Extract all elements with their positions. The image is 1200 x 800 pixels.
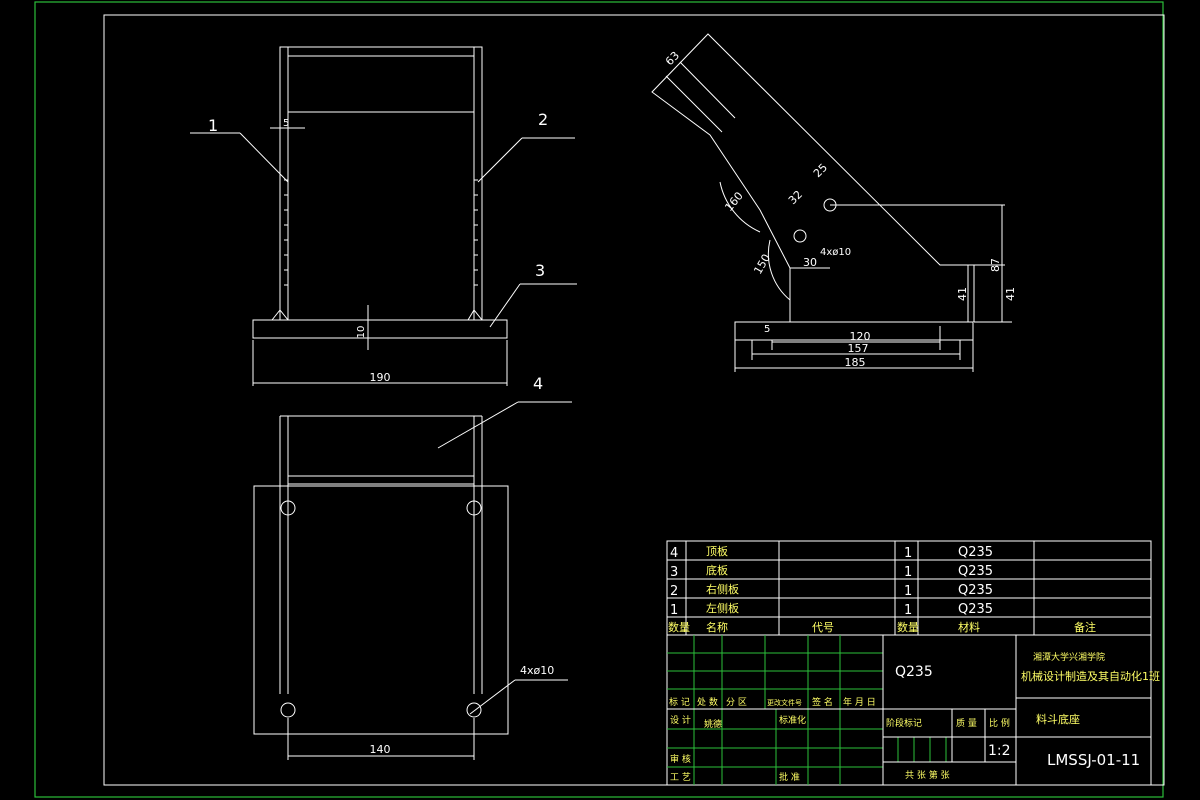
bom-row-2-no: 3: [670, 565, 678, 580]
bom-row-1-name: 顶板: [706, 544, 728, 558]
tb-review: 审 核: [670, 753, 691, 765]
dim-190: 190: [370, 371, 391, 384]
balloon-3: 3: [535, 261, 545, 280]
tb-drafter: 姚德: [704, 718, 722, 730]
tb-ratio: 比 例: [989, 717, 1010, 729]
dim-32: 32: [786, 188, 805, 207]
bom-row-3-name: 右侧板: [706, 582, 739, 596]
bom-row-3-material: Q235: [958, 583, 993, 598]
tb-scale: 1:2: [988, 743, 1011, 759]
bom-row-1-no: 4: [670, 546, 678, 561]
bom-table: [666, 540, 1152, 636]
inner-frame: [103, 14, 1165, 786]
tb-sign: 签 名: [812, 696, 833, 708]
bom-row-2-name: 底板: [706, 563, 728, 577]
tb-school: 湘潭大学兴湘学院: [1033, 651, 1105, 663]
tb-stage: 阶段标记: [886, 717, 922, 729]
tb-date: 年 月 日: [843, 696, 876, 708]
bom-header-qty: 数量: [897, 621, 919, 634]
tb-part-name: 料斗底座: [1036, 712, 1080, 726]
dim-140: 140: [370, 743, 391, 756]
dim-25: 25: [811, 161, 830, 180]
dim-157: 157: [848, 342, 869, 355]
tb-drawing-no: LMSSJ-01-11: [1047, 751, 1140, 769]
bom-row-4-name: 左侧板: [706, 601, 739, 615]
bom-header-name: 名称: [706, 620, 728, 634]
side-view: 87 41 41 160 150 63 32 25 30 4xø10 120 1…: [651, 33, 1017, 372]
bom-row-4-qty: 1: [904, 603, 912, 618]
dim-185: 185: [845, 356, 866, 369]
tb-standard: 标准化: [779, 714, 806, 726]
tb-material: Q235: [895, 664, 933, 680]
tb-zone: 分 区: [726, 697, 747, 708]
tb-mark: 标 记: [669, 696, 690, 708]
bom-row-3-no: 2: [670, 584, 678, 599]
bom-row-3-qty: 1: [904, 584, 912, 599]
balloon-4: 4: [533, 374, 543, 393]
dim-top-holes: 4xø10: [520, 664, 554, 677]
tb-weight: 质 量: [956, 717, 977, 729]
dim-side-5: 5: [764, 324, 770, 335]
dim-120: 120: [850, 330, 871, 343]
bom-row-4-no: 1: [670, 603, 678, 618]
bom-row-1-material: Q235: [958, 545, 993, 560]
bom-header-no: 数量: [668, 621, 690, 634]
bom-row-2-qty: 1: [904, 565, 912, 580]
dim-10: 10: [356, 326, 367, 339]
dim-30: 30: [803, 256, 817, 269]
dim-41a: 41: [956, 287, 969, 301]
tb-count: 处 数: [697, 696, 718, 708]
tb-change-doc: 更改文件号: [767, 698, 802, 707]
title-block: [666, 634, 1152, 786]
dim-63: 63: [663, 49, 682, 68]
dim-angle-150: 150: [751, 252, 773, 277]
top-view: 140 4xø10 4: [253, 374, 572, 760]
outer-frame: [34, 1, 1164, 798]
bom-header-material: 材料: [958, 620, 980, 634]
bom-row-2-material: Q235: [958, 564, 993, 579]
bom-row-4-material: Q235: [958, 602, 993, 617]
tb-sheets: 共 张 第 张: [905, 769, 950, 781]
bom-header-note: 备注: [1074, 620, 1096, 634]
dim-side-holes: 4xø10: [820, 247, 851, 258]
balloon-1: 1: [208, 116, 218, 135]
bom-row-1-qty: 1: [904, 546, 912, 561]
tb-design: 设 计: [670, 714, 691, 726]
front-view: 190 10 5 1 2 3: [190, 46, 577, 386]
dim-5: 5: [283, 118, 289, 129]
bom-header-code: 代号: [812, 621, 834, 634]
tb-approve: 批 准: [779, 771, 800, 783]
dim-87: 87: [989, 258, 1002, 272]
tb-class: 机械设计制造及其自动化1班: [1021, 669, 1160, 683]
dim-angle-160: 160: [722, 189, 745, 213]
dim-41b: 41: [1004, 287, 1017, 301]
balloon-2: 2: [538, 110, 548, 129]
tb-process: 工 艺: [670, 772, 691, 783]
